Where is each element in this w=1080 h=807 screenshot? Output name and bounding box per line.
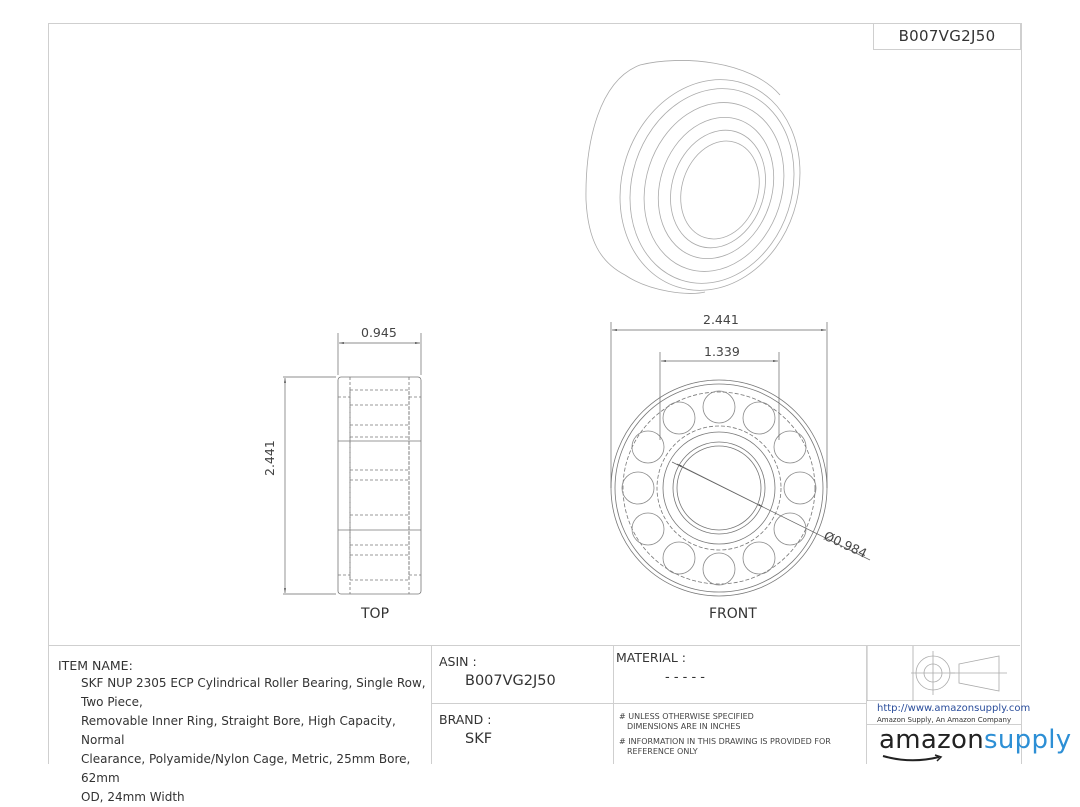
logo-amazon-text: amazon (879, 725, 985, 755)
note-line: REFERENCE ONLY (627, 746, 698, 756)
isometric-view (585, 60, 801, 294)
note-line: DIMENSIONS ARE IN INCHES (627, 721, 741, 731)
top-view-dimensions (283, 333, 422, 595)
material-cell: MATERIAL : - - - - - (614, 646, 866, 704)
top-view (337, 376, 422, 595)
front-view (610, 379, 828, 597)
asin-tag: B007VG2J50 (873, 23, 1021, 50)
top-height-dimension: 2.441 (262, 440, 277, 476)
notes-cell: # UNLESS OTHERWISE SPECIFIED DIMENSIONS … (614, 704, 866, 764)
company-tagline: Amazon Supply, An Amazon Company (877, 716, 1012, 724)
brand-label: BRAND : (439, 712, 492, 727)
top-width-dimension: 0.945 (361, 325, 397, 340)
logo-supply-text: supply (984, 725, 1072, 755)
top-view-label: TOP (361, 606, 390, 622)
note-line: # UNLESS OTHERWISE SPECIFIED (619, 712, 754, 721)
item-name-line: OD, 24mm Width (81, 790, 185, 804)
company-cell: http://www.amazonsupply.com Amazon Suppl… (866, 701, 1071, 764)
front-inner-dimension: 1.339 (704, 344, 740, 359)
item-name-label: ITEM NAME: (58, 658, 133, 673)
material-label: MATERIAL : (616, 650, 686, 665)
brand-cell: BRAND : SKF (432, 704, 614, 764)
projection-symbol-cell (866, 646, 1020, 701)
amazon-smile-arrow-icon (882, 754, 943, 762)
amazonsupply-logo: amazonsupply (879, 725, 1071, 755)
item-name-line: Removable Inner Ring, Straight Bore, Hig… (81, 714, 396, 747)
item-name-line: Clearance, Polyamide/Nylon Cage, Metric,… (81, 752, 411, 785)
technical-drawing (283, 60, 871, 597)
asin-cell: ASIN : B007VG2J50 (432, 646, 614, 704)
third-angle-projection-icon (866, 646, 1007, 701)
company-url-link[interactable]: http://www.amazonsupply.com (877, 703, 1031, 714)
drawing-sheet-border (48, 23, 1022, 764)
item-name-line: SKF NUP 2305 ECP Cylindrical Roller Bear… (81, 676, 426, 709)
asin-label: ASIN : (439, 654, 477, 669)
front-view-dimensions (610, 322, 871, 561)
item-name-cell: ITEM NAME: SKF NUP 2305 ECP Cylindrical … (48, 646, 432, 804)
brand-value: SKF (465, 731, 493, 747)
front-view-label: FRONT (709, 606, 757, 622)
divider (867, 724, 1021, 725)
title-block: ITEM NAME: SKF NUP 2305 ECP Cylindrical … (48, 645, 1071, 804)
asin-value: B007VG2J50 (465, 673, 556, 689)
note-line: # INFORMATION IN THIS DRAWING IS PROVIDE… (619, 737, 831, 746)
material-value: - - - - - (665, 670, 705, 685)
front-outer-dimension: 2.441 (703, 312, 739, 327)
